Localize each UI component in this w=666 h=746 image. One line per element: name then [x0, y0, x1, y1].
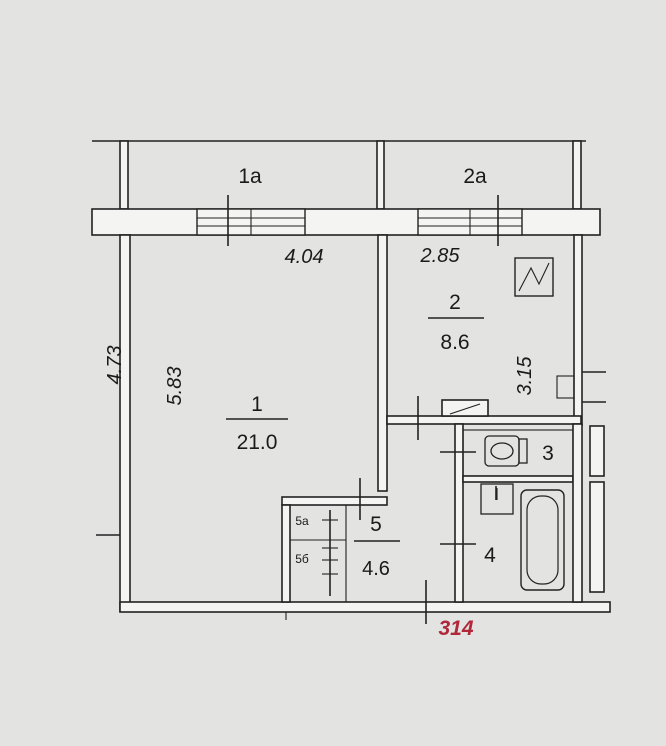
room-4-number: 4 [484, 544, 496, 567]
closet-5b-label: 5б [295, 552, 309, 566]
dim-room1-width: 4.04 [285, 246, 324, 268]
dim-left-height: 4.73 [104, 346, 126, 385]
neighbour-wall-b [589, 481, 605, 593]
dim-room2-height: 3.15 [514, 356, 536, 396]
wall-hall-left [281, 504, 291, 603]
right-wall-bath [572, 423, 583, 603]
left-exterior-wall [119, 234, 131, 612]
neighbour-wall-a [589, 425, 605, 477]
bathtub-icon [520, 489, 565, 591]
wall-toilet-bath-left [454, 423, 464, 603]
exterior-wall [91, 208, 601, 236]
wall-toilet-bath [462, 475, 574, 483]
stove [441, 399, 489, 417]
room-5-area: 4.6 [362, 558, 390, 580]
room-3-number: 3 [542, 442, 554, 465]
gas-meter-icon [514, 257, 554, 297]
window-room-2 [417, 195, 523, 246]
right-wall-room-2 [573, 234, 583, 426]
dim-room1-height: 5.83 [164, 367, 186, 406]
room-1-area: 21.0 [237, 431, 278, 454]
partition-room1-room2 [377, 234, 388, 492]
wall-room2-bottom [386, 415, 582, 425]
window-room-1 [196, 195, 306, 246]
closet-5a-label: 5а [295, 514, 309, 528]
wall-hall-top [281, 496, 388, 506]
room-2-number: 2 [449, 291, 461, 314]
dim-room2-width: 2.85 [420, 245, 461, 267]
apartment-number: 314 [438, 617, 473, 640]
balcony-1a-left-wall [119, 140, 129, 210]
balcony-2a-label: 2а [463, 165, 487, 188]
balcony-1a-label: 1а [238, 165, 262, 188]
room-2-area: 8.6 [440, 331, 469, 354]
bottom-wall [119, 601, 611, 613]
sink-icon [480, 483, 514, 515]
door-ticks [322, 396, 497, 624]
stove-mark [449, 403, 481, 415]
room-1-number: 1 [251, 393, 263, 416]
toilet-icon [484, 435, 528, 467]
vent-box [556, 375, 575, 399]
balcony-divider-wall [376, 140, 385, 210]
room-5-number: 5 [370, 513, 382, 536]
balcony-2a-right-wall [572, 140, 582, 210]
